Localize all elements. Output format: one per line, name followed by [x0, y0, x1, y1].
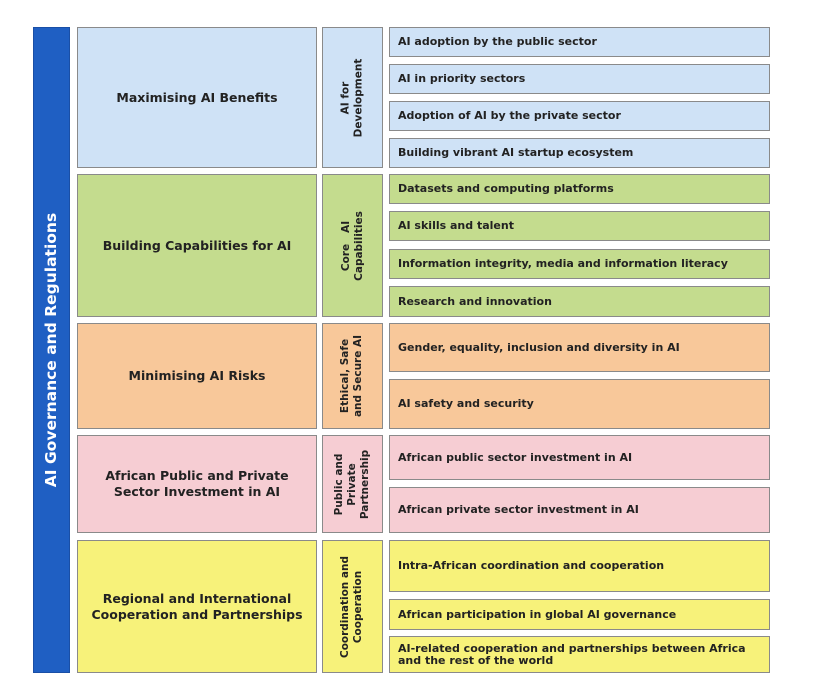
- subcategory-label: Ethical, Safe and Secure AI: [339, 334, 365, 418]
- item-ai-safety-security: AI safety and security: [389, 379, 770, 429]
- item-private-sector-investment: African private sector investment in AI: [389, 487, 770, 533]
- subcategory-ai-for-development: AI for Development: [322, 27, 383, 168]
- item-label: Information integrity, media and informa…: [398, 257, 728, 270]
- category-label: Building Capabilities for AI: [102, 237, 292, 253]
- category-maximising-ai-benefits: Maximising AI Benefits: [77, 27, 317, 168]
- subcategory-core-ai-capabilities: Core AI Capabilities: [322, 174, 383, 317]
- item-ai-startup-ecosystem: Building vibrant AI startup ecosystem: [389, 138, 770, 168]
- item-label: Datasets and computing platforms: [398, 182, 614, 195]
- item-global-ai-governance: African participation in global AI gover…: [389, 599, 770, 630]
- item-label: Gender, equality, inclusion and diversit…: [398, 340, 680, 354]
- item-label: Adoption of AI by the private sector: [398, 109, 621, 122]
- item-ai-skills-talent: AI skills and talent: [389, 211, 770, 241]
- item-label: AI adoption by the public sector: [398, 35, 597, 48]
- subcategory-label: Public and Private Partnership: [333, 449, 371, 519]
- item-information-integrity: Information integrity, media and informa…: [389, 249, 770, 279]
- item-ai-adoption-public-sector: AI adoption by the public sector: [389, 27, 770, 57]
- sidebar-banner: AI Governance and Regulations: [33, 27, 70, 673]
- item-label: Research and innovation: [398, 294, 552, 308]
- item-intra-african-coordination: Intra-African coordination and cooperati…: [389, 540, 770, 592]
- item-cooperation-africa-world: AI-related cooperation and partnerships …: [389, 636, 770, 673]
- category-label: Regional and International Cooperation a…: [91, 590, 303, 622]
- sidebar-title: AI Governance and Regulations: [42, 212, 61, 488]
- item-label: AI in priority sectors: [398, 72, 526, 85]
- item-datasets-computing: Datasets and computing platforms: [389, 174, 770, 204]
- item-research-innovation: Research and innovation: [389, 286, 770, 317]
- item-label: Building vibrant AI startup ecosystem: [398, 146, 634, 159]
- item-label: AI-related cooperation and partnerships …: [398, 641, 746, 667]
- category-label: Minimising AI Risks: [128, 368, 266, 383]
- subcategory-ethical-safe-secure: Ethical, Safe and Secure AI: [322, 323, 383, 429]
- category-african-investment: African Public and Private Sector Invest…: [77, 435, 317, 533]
- item-public-sector-investment: African public sector investment in AI: [389, 435, 770, 480]
- item-gender-equality: Gender, equality, inclusion and diversit…: [389, 323, 770, 372]
- category-regional-international-cooperation: Regional and International Cooperation a…: [77, 540, 317, 673]
- category-minimising-ai-risks: Minimising AI Risks: [77, 323, 317, 429]
- item-label: Intra-African coordination and cooperati…: [398, 559, 665, 572]
- subcategory-label: Coordination and Cooperation: [339, 555, 365, 658]
- subcategory-coordination-cooperation: Coordination and Cooperation: [322, 540, 383, 673]
- item-label: African public sector investment in AI: [398, 450, 633, 464]
- subcategory-label: AI for Development: [339, 58, 365, 137]
- item-label: African participation in global AI gover…: [398, 607, 677, 621]
- category-building-capabilities: Building Capabilities for AI: [77, 174, 317, 317]
- item-label: AI safety and security: [398, 397, 534, 410]
- subcategory-public-private-partnership: Public and Private Partnership: [322, 435, 383, 533]
- item-ai-priority-sectors: AI in priority sectors: [389, 64, 770, 94]
- item-label: AI skills and talent: [398, 219, 514, 232]
- subcategory-label: Core AI Capabilities: [339, 210, 365, 281]
- category-label: African Public and Private Sector Invest…: [105, 468, 289, 499]
- item-label: African private sector investment in AI: [398, 503, 639, 516]
- category-label: Maximising AI Benefits: [116, 89, 278, 105]
- item-adoption-private-sector: Adoption of AI by the private sector: [389, 101, 770, 131]
